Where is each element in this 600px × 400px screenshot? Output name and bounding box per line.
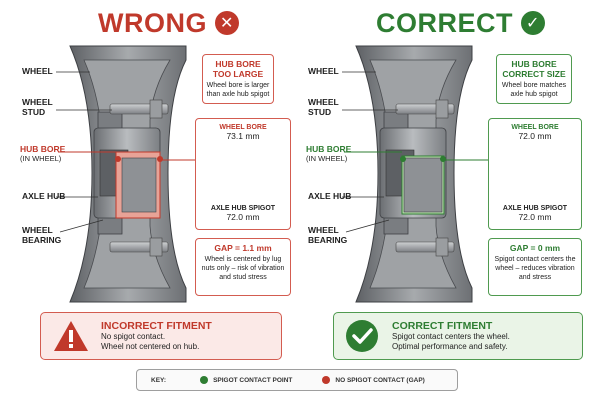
wrong-label-hub-bore-sub: (IN WHEEL) (20, 153, 62, 163)
wrong-label-wheel: WHEEL (22, 66, 53, 76)
correct-nut-top (435, 99, 449, 119)
correct-gap-box: GAP = 0 mm Spigot contact centers the wh… (488, 238, 582, 296)
key-label: KEY: (151, 376, 167, 384)
wrong-fitment-title: INCORRECT FITMENT (101, 319, 212, 332)
correct-label-axle-hub: AXLE HUB (308, 191, 352, 201)
correct-spigot-measure: AXLE HUB SPIGOT 72.0 mm (490, 205, 580, 222)
wrong-gap-marker-left (115, 156, 121, 162)
wrong-label-hub-bore: HUB BORE (IN WHEEL) (20, 144, 66, 163)
green-dot-icon (200, 376, 209, 384)
correct-measure-box (488, 118, 582, 230)
wrong-gap-title: GAP = 1.1 mm (214, 243, 272, 253)
wrong-gap-marker-right (157, 156, 163, 162)
wrong-label-hub-bore-text: HUB BORE (20, 144, 66, 154)
wrong-fitment-line-2: Wheel not centered on hub. (101, 342, 200, 351)
wrong-spigot-label: AXLE HUB SPIGOT (210, 205, 276, 212)
wrong-gap-box: GAP = 1.1 mm Wheel is centered by lug nu… (195, 238, 291, 296)
correct-callout-text: Wheel bore matches axle hub spigot (501, 82, 567, 99)
wrong-spigot-value: 72.0 mm (226, 212, 260, 222)
correct-callout-title: HUB BORE CORRECT SIZE (502, 59, 566, 80)
check-icon (346, 320, 378, 352)
wrong-bore-value: 73.1 mm (226, 131, 260, 141)
wrong-callout-text: Wheel bore is larger than axle hub spigo… (206, 82, 270, 99)
wrong-spigot-measure: AXLE HUB SPIGOT 72.0 mm (198, 205, 288, 222)
correct-nut-bottom (435, 237, 449, 257)
wrong-gap-text: Wheel is centered by lug nuts only – ris… (201, 256, 285, 281)
correct-header: CORRECT ✓ (376, 6, 545, 40)
wrong-assembly (56, 45, 196, 303)
correct-gap-title: GAP = 0 mm (509, 243, 561, 253)
wrong-nut-bottom (149, 237, 163, 257)
correct-contact-marker-right (440, 156, 446, 162)
correct-assembly (342, 45, 488, 303)
wrong-measure-box (195, 118, 291, 230)
key-red-item: NO SPIGOT CONTACT (GAP) (322, 376, 425, 384)
correct-bore-measure: WHEEL BORE 72.0 mm (490, 124, 580, 141)
red-dot-icon (322, 376, 331, 384)
legend-key: KEY: SPIGOT CONTACT POINT NO SPIGOT CONT… (136, 369, 458, 391)
wrong-title: WRONG (98, 7, 207, 38)
correct-callout-box: HUB BORE CORRECT SIZE Wheel bore matches… (496, 54, 572, 104)
check-circle-icon: ✓ (521, 11, 545, 35)
correct-contact-marker-left (400, 156, 406, 162)
correct-label-stud: WHEEL STUD (308, 97, 339, 117)
wrong-label-axle-hub: AXLE HUB (22, 191, 66, 201)
wrong-fitment-panel: INCORRECT FITMENT No spigot contact. Whe… (40, 312, 282, 360)
correct-title: CORRECT (376, 7, 513, 38)
key-red-label: NO SPIGOT CONTACT (GAP) (335, 376, 425, 384)
wrong-header: WRONG ✕ (98, 6, 239, 40)
wrong-nut-top (149, 99, 163, 119)
wrong-label-bearing: WHEEL BEARING (22, 225, 62, 245)
correct-gap-text: Spigot contact centers the wheel – reduc… (494, 256, 576, 281)
correct-spigot-value: 72.0 mm (518, 212, 552, 222)
wrong-bore-label: WHEEL BORE (219, 124, 267, 131)
wrong-bore-measure: WHEEL BORE 73.1 mm (198, 124, 288, 141)
wrong-callout-title: HUB BORE TOO LARGE (212, 59, 264, 80)
correct-spigot-label: AXLE HUB SPIGOT (502, 205, 568, 212)
wrong-label-stud: WHEEL STUD (22, 97, 53, 117)
correct-label-hub-bore-text: HUB BORE (306, 144, 352, 154)
correct-label-bearing: WHEEL BEARING (308, 225, 348, 245)
correct-bore-value: 72.0 mm (518, 131, 552, 141)
correct-fitment-panel: CORRECT FITMENT Spigot contact centers t… (333, 312, 583, 360)
x-circle-icon: ✕ (214, 11, 239, 35)
correct-label-wheel: WHEEL (308, 66, 339, 76)
key-green-label: SPIGOT CONTACT POINT (213, 376, 293, 384)
correct-fitment-title: CORRECT FITMENT (392, 319, 493, 332)
correct-fitment-line-1: Spigot contact centers the wheel. (392, 331, 510, 341)
correct-label-hub-bore-sub: (IN WHEEL) (306, 153, 348, 163)
correct-leaders (342, 71, 398, 233)
wrong-leaders (56, 71, 112, 233)
correct-fitment-text: CORRECT FITMENT Spigot contact centers t… (392, 320, 510, 353)
correct-bore-label: WHEEL BORE (511, 124, 559, 131)
wrong-fitment-line-1: No spigot contact. (101, 331, 166, 341)
correct-spigot (403, 157, 443, 213)
warning-icon (54, 321, 88, 351)
correct-fitment-line-2: Optimal performance and safety. (392, 342, 508, 351)
correct-label-hub-bore: HUB BORE (IN WHEEL) (306, 144, 352, 163)
wrong-callout-box: HUB BORE TOO LARGE Wheel bore is larger … (202, 54, 274, 104)
wrong-spigot (121, 157, 157, 213)
key-green-item: SPIGOT CONTACT POINT (200, 376, 292, 384)
wrong-fitment-text: INCORRECT FITMENT No spigot contact. Whe… (101, 320, 212, 353)
